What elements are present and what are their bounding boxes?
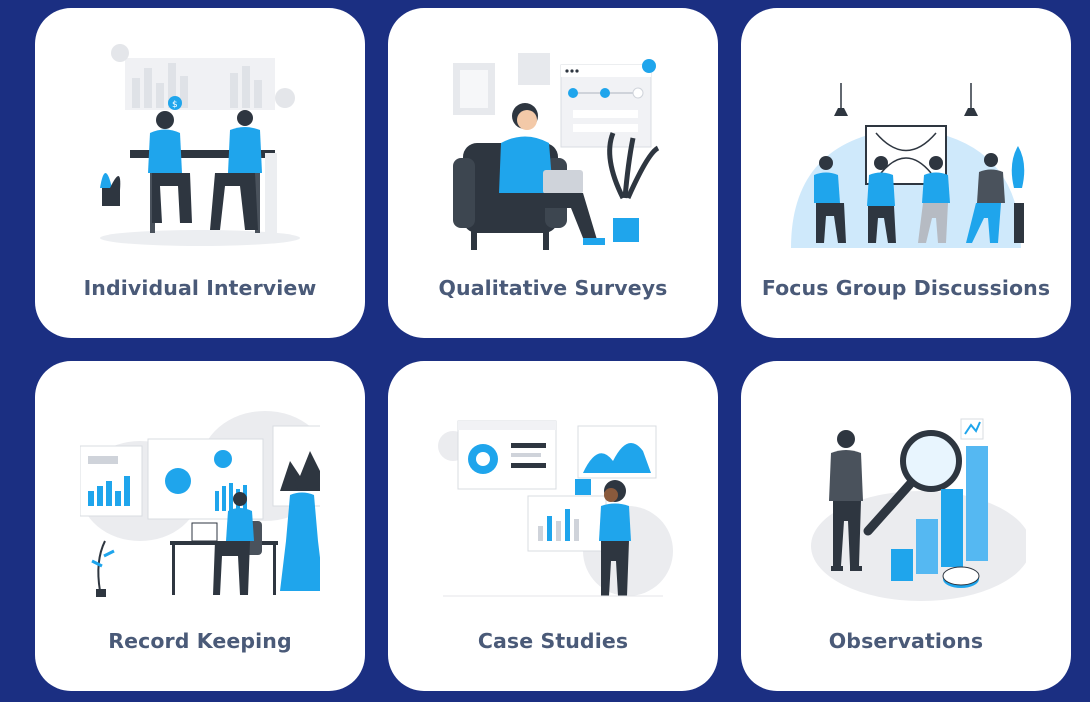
survey-illustration-icon bbox=[453, 53, 660, 250]
card-title: Focus Group Discussions bbox=[761, 276, 1051, 300]
card-title: Observations bbox=[828, 629, 984, 653]
card-record-keeping[interactable]: Record Keeping bbox=[35, 361, 365, 691]
card-title: Qualitative Surveys bbox=[438, 276, 668, 300]
card-case-studies[interactable]: Case Studies bbox=[388, 361, 718, 691]
card-title: Individual Interview bbox=[83, 276, 317, 300]
card-qualitative-surveys[interactable]: Qualitative Surveys bbox=[388, 8, 718, 338]
case-study-illustration-icon bbox=[438, 420, 673, 597]
svg-text:$: $ bbox=[172, 100, 178, 110]
card-title: Record Keeping bbox=[108, 629, 292, 653]
card-observations[interactable]: Observations bbox=[741, 361, 1071, 691]
observation-illustration-icon bbox=[811, 418, 1026, 601]
card-focus-group-discussions[interactable]: Focus Group Discussions bbox=[741, 8, 1071, 338]
card-individual-interview[interactable]: $ Individual Interview bbox=[35, 8, 365, 338]
card-title: Case Studies bbox=[477, 629, 629, 653]
focus-group-illustration-icon bbox=[791, 83, 1025, 248]
record-keeping-illustration-icon bbox=[80, 411, 320, 597]
interview-illustration-icon: $ bbox=[100, 44, 300, 246]
